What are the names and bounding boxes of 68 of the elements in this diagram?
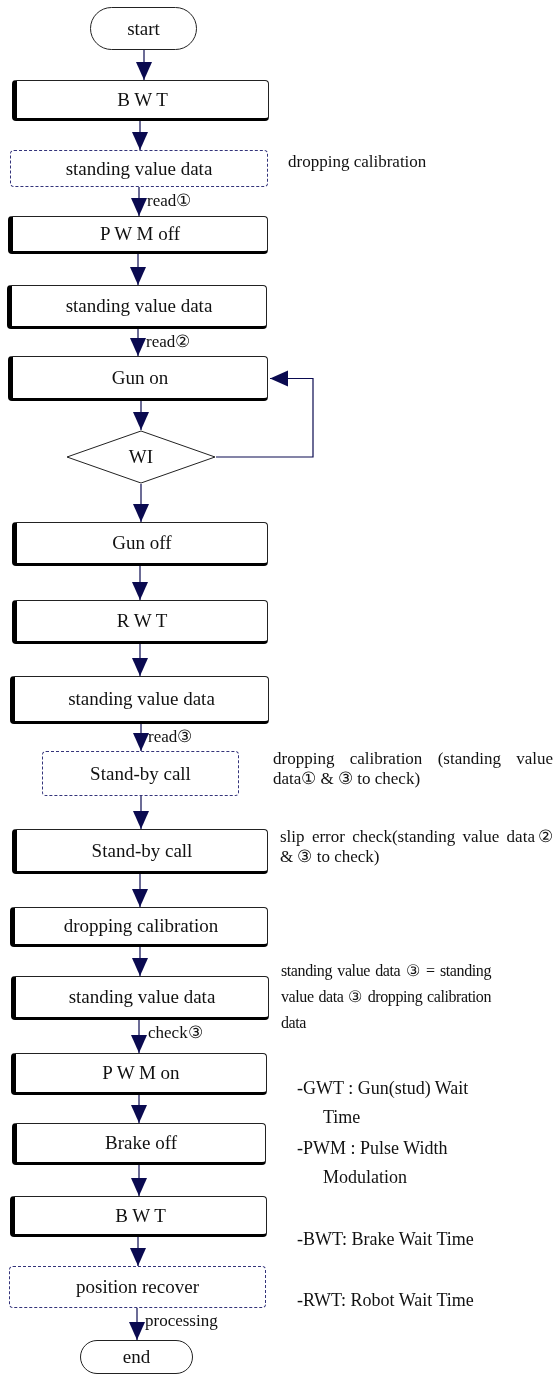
node-label: B W T xyxy=(115,1204,166,1227)
arrow xyxy=(133,400,149,431)
node-label: Gun on xyxy=(111,366,169,389)
abbreviation-note: -GWT : Gun(stud) Wait Time xyxy=(297,1077,470,1129)
node-label: standing value data xyxy=(68,986,216,1008)
process-box xyxy=(8,216,268,254)
abbreviation-note: -BWT: Brake Wait Time xyxy=(297,1228,475,1251)
arrow xyxy=(132,565,148,601)
node-label: Gun off xyxy=(112,532,172,554)
dashed-process-box xyxy=(10,150,268,187)
process-box xyxy=(12,1123,266,1165)
node-label: P W M on xyxy=(102,1062,180,1084)
node-label: Stand-by call xyxy=(90,762,191,785)
side-note: slip error check(standing value data② & ③ to check) xyxy=(280,827,553,868)
node-label: standing value data xyxy=(65,157,213,180)
process-box xyxy=(8,356,268,401)
arrow xyxy=(129,1307,145,1341)
arrow xyxy=(133,483,149,523)
process-box xyxy=(10,1196,267,1237)
arrow xyxy=(131,1019,147,1054)
arrow xyxy=(131,186,147,217)
abbreviation-note: -RWT: Robot Wait Time xyxy=(297,1289,475,1312)
arrow xyxy=(130,253,146,286)
arrow xyxy=(131,1164,147,1197)
dashed-process-box xyxy=(42,751,239,796)
arrow xyxy=(133,723,149,752)
node-label: start xyxy=(127,17,160,40)
node-label: dropping calibration xyxy=(63,915,219,937)
side-note: dropping calibration (standing value data① & ③ to check) xyxy=(273,749,553,790)
arrow xyxy=(132,946,148,977)
box-caption: read① xyxy=(147,190,192,211)
decision-diamond xyxy=(66,430,216,484)
node-label: end xyxy=(122,1346,151,1368)
box-caption: read② xyxy=(146,331,191,352)
box-caption: check③ xyxy=(148,1022,203,1043)
node-label: R W T xyxy=(116,610,168,632)
side-note: dropping calibration xyxy=(288,152,428,173)
arrow xyxy=(215,370,314,458)
process-box xyxy=(11,1053,267,1095)
side-note: standing value data ③ = standing value data ③ dropping calibration data xyxy=(281,961,491,1033)
node-label: P W M off xyxy=(99,223,181,245)
process-box xyxy=(12,522,268,566)
arrow xyxy=(131,1094,147,1124)
process-box xyxy=(10,907,268,947)
node-label: standing value data xyxy=(68,688,215,710)
node-label: Stand-by call xyxy=(91,839,193,862)
node-label: WI xyxy=(128,446,154,468)
arrow xyxy=(130,1236,146,1267)
arrow xyxy=(130,328,146,357)
node-label: Brake off xyxy=(105,1132,177,1154)
process-box xyxy=(7,285,267,329)
process-box xyxy=(12,600,268,644)
box-caption: processing xyxy=(145,1311,218,1331)
process-box xyxy=(12,80,269,121)
dashed-process-box xyxy=(9,1266,266,1308)
node-label: standing value data xyxy=(65,295,213,317)
process-box xyxy=(12,829,268,874)
node-label: position recover xyxy=(76,1276,199,1298)
arrow xyxy=(136,49,152,81)
abbreviation-note: -PWM : Pulse Width Modulation xyxy=(297,1137,449,1189)
arrow xyxy=(132,643,148,677)
process-box xyxy=(10,676,269,724)
process-box xyxy=(11,976,269,1020)
arrow xyxy=(132,873,148,908)
arrow xyxy=(132,120,148,151)
arrow xyxy=(133,795,149,830)
box-caption: read③ xyxy=(148,726,193,747)
node-label: B W T xyxy=(117,88,168,111)
